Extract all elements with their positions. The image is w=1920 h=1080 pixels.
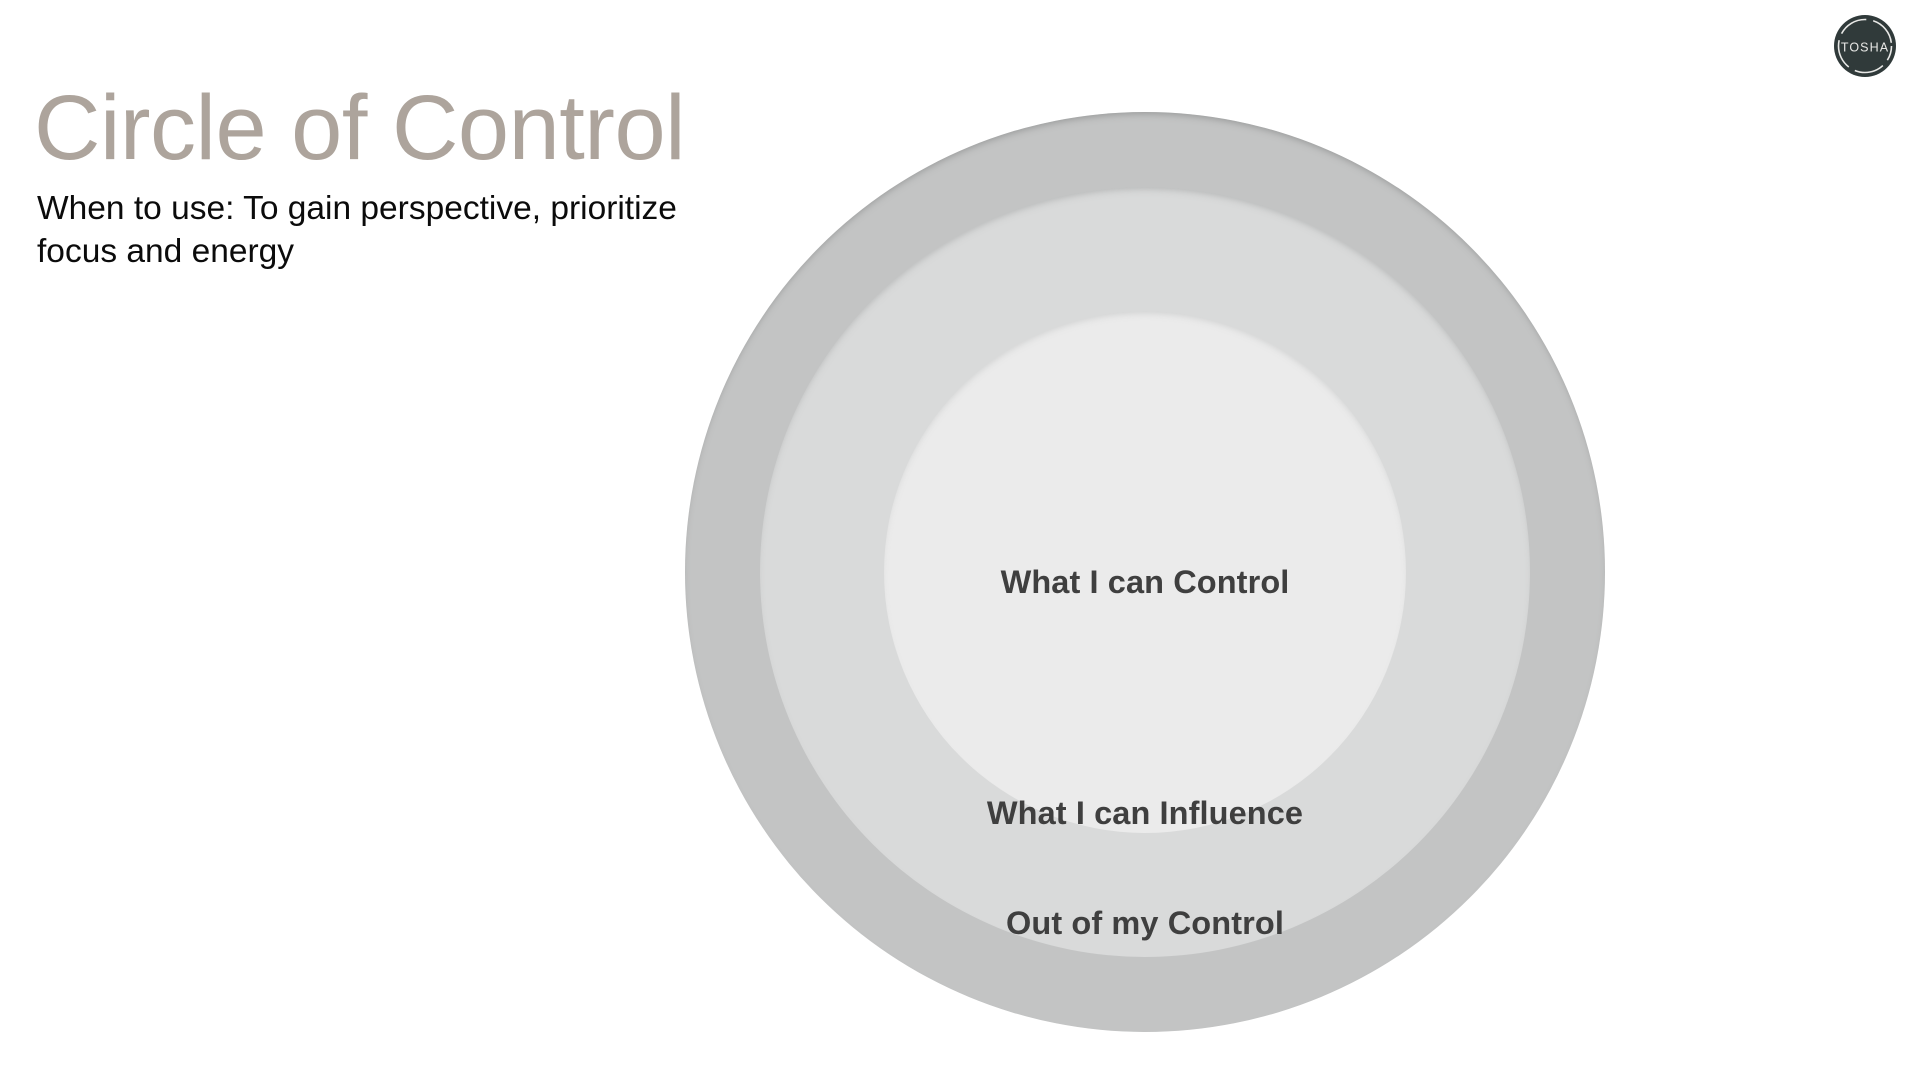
title-block: Circle of Control When to use: To gain p…: [34, 82, 854, 274]
ring-what-i-can-control[interactable]: [884, 311, 1406, 833]
logo-circle-fill: [1834, 15, 1896, 77]
slide-subtitle: When to use: To gain perspective, priori…: [37, 190, 677, 270]
ring-label-what-i-can-influence: What I can Influence: [986, 795, 1304, 831]
page-title: Circle of Control: [34, 77, 686, 179]
ring-label-what-i-can-control: What I can Control: [1000, 564, 1290, 600]
tosha-logo-badge[interactable]: TOSHA: [1833, 14, 1897, 78]
ring-label-out-of-my-control: Out of my Control: [1006, 905, 1284, 941]
logo-text: TOSHA: [1841, 41, 1889, 55]
logo-dashed-ring-icon: [1837, 18, 1893, 74]
circle-of-control-diagram: What I can Control What I can Influence …: [685, 112, 1605, 1032]
